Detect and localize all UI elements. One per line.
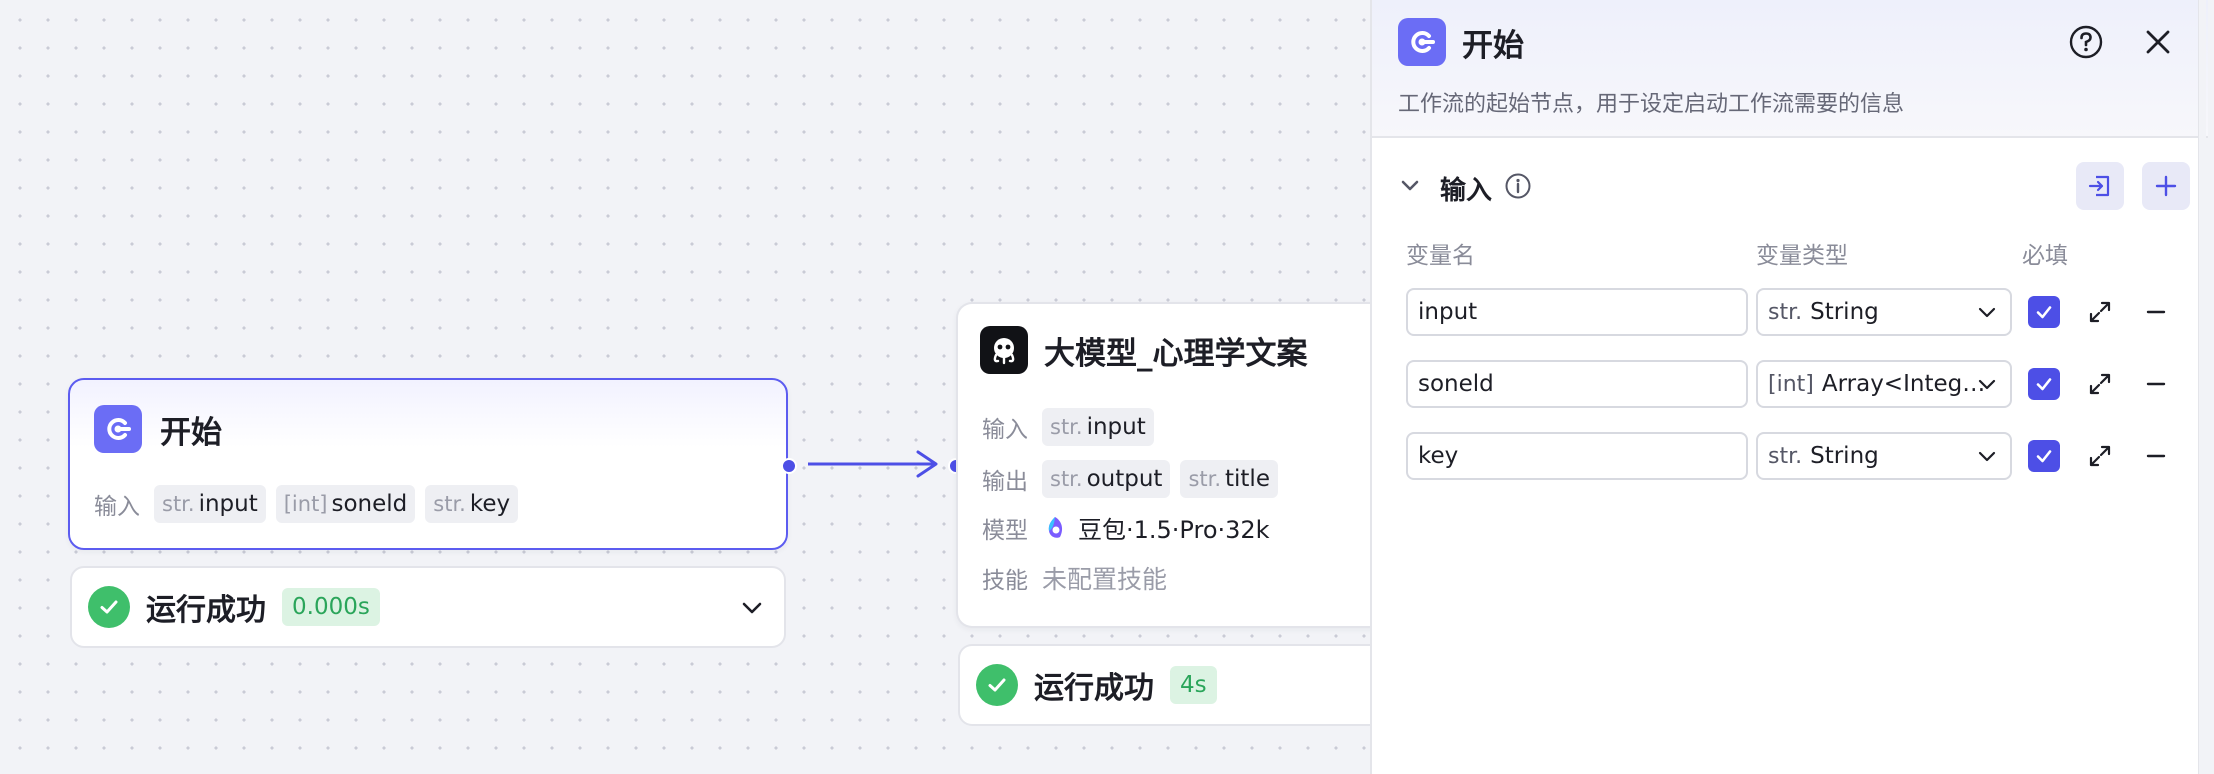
variable-type-select[interactable]: str.String [1756,288,2012,336]
start-input-chip: str.input [154,485,266,523]
expand-icon[interactable] [2084,440,2116,472]
variable-name-input[interactable]: input [1406,288,1748,336]
start-node-output-port[interactable] [781,458,797,474]
input-section-title: 输入 [1440,176,1493,206]
chevron-down-icon [1976,302,1998,330]
remove-variable-icon[interactable] [2140,296,2172,328]
panel-header: 开始 工作流的起始节点，用于设定启动工作流需要的信息 [1372,0,2208,138]
expand-icon[interactable] [2084,296,2116,328]
variable-type-select[interactable]: [int]Array<Integer> [1756,360,2012,408]
chevron-down-icon[interactable] [740,596,764,624]
help-icon[interactable] [2066,22,2106,62]
close-icon[interactable] [2138,22,2178,62]
success-check-icon [88,586,130,628]
llm-inputs-row: 输入 str.input [982,408,1154,446]
llm-status-time: 4s [1170,666,1217,704]
llm-skill-label: 技能 [982,568,1028,594]
start-node-title: 开始 [160,414,222,451]
llm-skill-value: 未配置技能 [1042,565,1168,594]
variable-name-input[interactable]: soneld [1406,360,1748,408]
add-variable-button[interactable] [2142,162,2190,210]
start-node-inputs-row: 输入 str.input [int]soneld str.key [94,485,519,523]
remove-variable-icon[interactable] [2140,440,2172,472]
node-settings-panel: 开始 工作流的起始节点，用于设定启动工作流需要的信息 输入 变量名 变量类型 必… [1370,0,2208,774]
panel-right-edge [2198,0,2206,774]
start-node[interactable]: 开始 输入 str.input [int]soneld str.key [68,378,788,550]
llm-input-chip: str.input [1042,408,1154,446]
column-header-required: 必填 [2022,243,2068,269]
start-soneld-chip: [int]soneld [275,485,416,523]
column-header-name: 变量名 [1406,243,1475,269]
section-collapse-chevron-icon[interactable] [1398,174,1422,202]
start-status-text: 运行成功 [146,593,266,628]
required-checkbox[interactable] [2028,296,2060,328]
import-variables-button[interactable] [2076,162,2124,210]
llm-skill-row: 技能 未配置技能 [982,560,1167,596]
variable-type-select[interactable]: str.String [1756,432,2012,480]
required-checkbox[interactable] [2028,368,2060,400]
start-status-time: 0.000s [282,588,380,626]
required-checkbox[interactable] [2028,440,2060,472]
start-key-chip: str.key [425,485,519,523]
llm-model-value: 豆包·1.5·Pro·32k [1078,516,1270,544]
llm-status-text: 运行成功 [1034,671,1154,706]
llm-title-chip: str.title [1180,460,1278,498]
llm-model-label: 模型 [982,517,1028,544]
llm-outputs-row: 输出 str.output str.title [982,460,1278,498]
llm-output-label: 输出 [982,469,1028,495]
llm-node-run-status[interactable]: 运行成功 4s [958,644,1398,726]
llm-output-chip: str.output [1042,460,1171,498]
success-check-icon [976,664,1018,706]
doubao-logo-icon [1042,515,1068,541]
expand-icon[interactable] [2084,368,2116,400]
start-node-logo-icon [94,405,142,453]
chevron-down-icon [1976,374,1998,402]
llm-node-title: 大模型_心理学文案 [1044,335,1308,372]
llm-node[interactable]: 大模型_心理学文案 输入 str.input 输出 str.output str… [956,302,1396,628]
start-node-logo-icon [1398,18,1446,66]
variable-name-input[interactable]: key [1406,432,1748,480]
llm-model-row: 模型 豆包·1.5·Pro·32k [982,510,1270,545]
info-icon[interactable] [1504,172,1532,204]
panel-description: 工作流的起始节点，用于设定启动工作流需要的信息 [1398,92,1905,117]
start-node-run-status[interactable]: 运行成功 0.000s [70,566,786,648]
panel-title: 开始 [1462,28,1524,64]
column-header-type: 变量类型 [1756,243,1848,269]
remove-variable-icon[interactable] [2140,368,2172,400]
connector-edge [808,450,938,478]
chevron-down-icon [1976,446,1998,474]
llm-input-label: 输入 [982,417,1028,443]
llm-logo-icon [980,326,1028,374]
start-node-input-label: 输入 [94,494,140,520]
